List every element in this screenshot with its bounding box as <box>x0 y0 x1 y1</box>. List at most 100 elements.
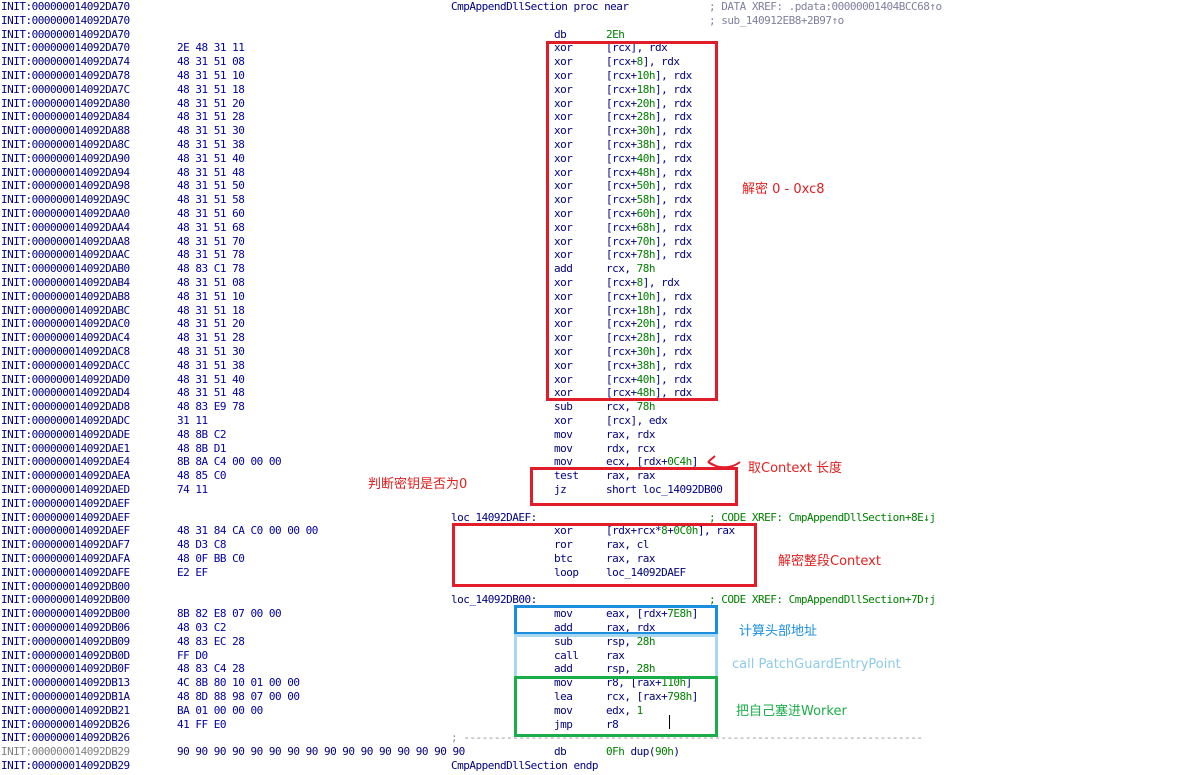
address-text: INIT:000000014092DB0D <box>1 648 130 662</box>
xref-comment: ; CODE XREF: CmpAppendDllSection+7D↑j <box>709 593 936 607</box>
instruction-mnemonic: xor <box>554 55 573 69</box>
opcode-bytes: 48 31 51 48 <box>177 386 245 400</box>
comment-text: ; DATA XREF: .pdata:00000001404BCC68↑o <box>709 0 942 13</box>
instruction-operands: rcx, 78h <box>606 262 656 276</box>
instruction-operands: [rcx+58h], rdx <box>606 193 692 207</box>
opcode-bytes: 48 31 51 18 <box>177 82 245 96</box>
opcode-bytes: 48 31 51 50 <box>177 179 245 193</box>
opcode-bytes: 48 03 C2 <box>177 621 226 634</box>
address-text: INIT:000000014092DA9C <box>1 193 130 207</box>
code-label: loc_14092DAEF: <box>451 510 537 524</box>
text-caret <box>669 715 670 729</box>
address-text: INIT:000000014092DAAC <box>1 248 130 262</box>
opcode-bytes: 48 0F BB C0 <box>177 552 245 565</box>
address-text: INIT:000000014092DB26 <box>1 731 130 745</box>
listing-line[interactable]: INIT:000000014092DA70; sub_140912EB8+2B9… <box>0 14 1200 28</box>
address-text: INIT:000000014092DA88 <box>1 124 130 138</box>
address-text: INIT:000000014092DA70 <box>1 13 130 27</box>
opcode-bytes: 48 31 51 48 <box>177 165 245 179</box>
instruction-operands: [rcx+28h], rdx <box>606 110 692 124</box>
instruction-operands: ecx, [rdx+0C4h] <box>606 455 698 469</box>
listing-line[interactable]: INIT:000000014092DAEF <box>0 497 1200 511</box>
listing-line[interactable]: INIT:000000014092DB00 <box>0 580 1200 594</box>
instruction-operands: [rcx+70h], rdx <box>606 234 692 248</box>
instruction-operands: r8, [rax+110h] <box>606 676 692 690</box>
address-text: INIT:000000014092DB0F <box>1 662 130 676</box>
opcode-bytes: 48 31 51 20 <box>177 317 245 331</box>
instruction-operands: [rcx+48h], rdx <box>606 386 692 400</box>
decrypt-block-box <box>546 41 718 401</box>
opcode-bytes: 4C 8B 80 10 01 00 00 <box>177 676 300 690</box>
instruction-operands: [rcx+20h], rdx <box>606 317 692 331</box>
instruction-operands: [rcx+68h], rdx <box>606 220 692 234</box>
opcode-bytes: 48 8D 88 98 07 00 00 <box>177 690 300 703</box>
opcode-bytes: 48 31 51 10 <box>177 69 245 82</box>
key-zero-note: 判断密钥是否为0 <box>368 477 468 492</box>
instruction-operands: [rcx+10h], rdx <box>606 289 692 303</box>
instruction-mnemonic: add <box>554 621 573 634</box>
instruction-mnemonic: mov <box>554 427 573 441</box>
opcode-bytes: 48 31 51 08 <box>177 276 245 289</box>
address-text: INIT:000000014092DB00 <box>1 579 130 593</box>
instruction-operands: loc_14092DAEF <box>606 565 686 579</box>
instruction-operands: [rcx], edx <box>606 414 668 427</box>
instruction-operands: edx, 1 <box>606 703 643 717</box>
opcode-bytes: 48 31 51 20 <box>177 96 245 110</box>
instruction-mnemonic: xor <box>554 524 573 538</box>
instruction-mnemonic: add <box>554 262 573 276</box>
